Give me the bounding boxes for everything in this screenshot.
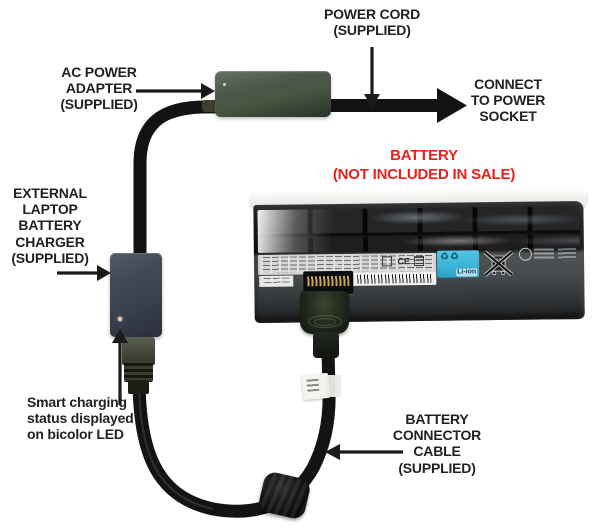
adapter-strain-relief: [202, 100, 218, 112]
label-smart-charging-led: Smart charging status displayed on bicol…: [27, 394, 134, 443]
arrow-battery-cable: [325, 444, 403, 460]
battery-connector-cable: [132, 343, 336, 518]
arrow-bicolor-led: [112, 329, 128, 405]
label-external-laptop-battery-charger: EXTERNAL LAPTOP BATTERY CHARGER (SUPPLIE…: [11, 185, 89, 266]
label-battery-connector-cable: BATTERY CONNECTOR CABLE (SUPPLIED): [392, 411, 482, 476]
charger-plug-neck: [128, 380, 149, 394]
power-cord: [330, 88, 467, 123]
external-battery-charger: [110, 253, 162, 337]
arrow-power-cord: [364, 47, 380, 108]
arrow-ac-adapter: [136, 83, 215, 99]
crossed-out-bin-icon: [483, 250, 514, 277]
battery-plug-neck: [313, 332, 339, 358]
plug-ridge: [308, 315, 342, 328]
label-power-cord: POWER CORD (SUPPLIED): [323, 6, 420, 39]
adapter-led-dot: [223, 83, 226, 86]
bicolor-led: [118, 317, 122, 321]
label-connect-to-power-socket: CONNECT TO POWER SOCKET: [470, 76, 546, 125]
cable-tag-band: [326, 375, 341, 397]
plug-ridge: [314, 318, 336, 326]
arrow-external-charger: [57, 265, 111, 281]
battery-cable-plug: [300, 291, 349, 334]
label-battery-not-included: BATTERY (NOT INCLUDED IN SALE): [332, 147, 516, 183]
ac-power-adapter: [215, 71, 331, 117]
label-ac-power-adapter: AC POWER ADAPTER (SUPPLIED): [60, 64, 138, 113]
charger-plug-ridges: [124, 360, 153, 382]
